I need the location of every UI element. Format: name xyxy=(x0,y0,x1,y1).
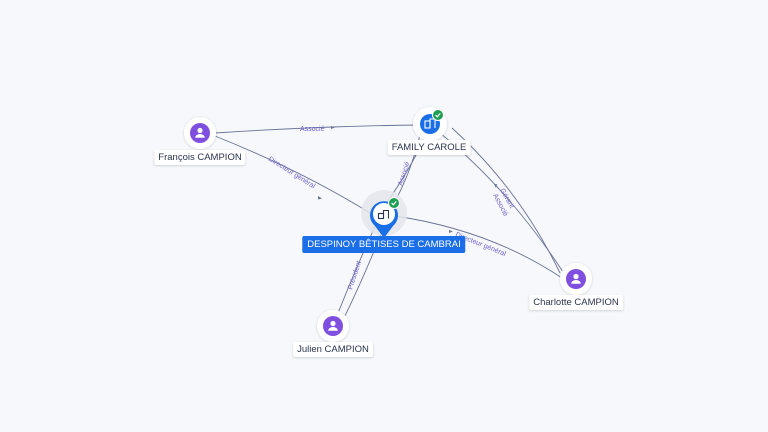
person-icon xyxy=(195,127,205,138)
node-despinoy-betises-de-cambrai[interactable] xyxy=(361,190,407,238)
building-icon xyxy=(377,209,390,220)
node-label-charlotte-campion[interactable]: Charlotte CAMPION xyxy=(529,295,623,310)
edge-label-associe-2: Associé xyxy=(397,161,411,187)
node-label-despinoy-betises-de-cambrai[interactable]: DESPINOY BÊTISES DE CAMBRAI xyxy=(302,236,466,253)
node-julien-campion[interactable] xyxy=(317,310,349,342)
node-label-julien-campion[interactable]: Julien CAMPION xyxy=(293,342,373,357)
building-icon xyxy=(424,118,436,129)
node-charlotte-campion[interactable] xyxy=(560,263,592,295)
person-icon xyxy=(328,320,338,331)
node-label-francois-campion[interactable]: François CAMPION xyxy=(154,150,246,165)
edge-label-associe-1: Associé xyxy=(300,126,325,133)
edge-despinoy-charlotte[interactable] xyxy=(394,215,563,279)
node-francois-campion[interactable] xyxy=(184,117,216,149)
edge-label-directeur-general-1: Directeur général xyxy=(267,156,317,191)
verified-icon xyxy=(388,197,400,209)
edge-arrow xyxy=(494,184,497,188)
edge-francois-despinoy[interactable] xyxy=(214,135,371,214)
edge-arrow xyxy=(318,196,322,200)
edge-francois-family[interactable] xyxy=(214,124,421,134)
node-family-carole[interactable] xyxy=(413,107,447,141)
edge-arrow xyxy=(449,230,453,233)
edge-arrow xyxy=(331,126,335,129)
edge-label-president: Président xyxy=(347,260,363,290)
node-label-family-carole[interactable]: FAMILY CAROLE xyxy=(387,140,471,155)
verified-icon xyxy=(432,109,444,121)
person-icon xyxy=(571,273,581,284)
